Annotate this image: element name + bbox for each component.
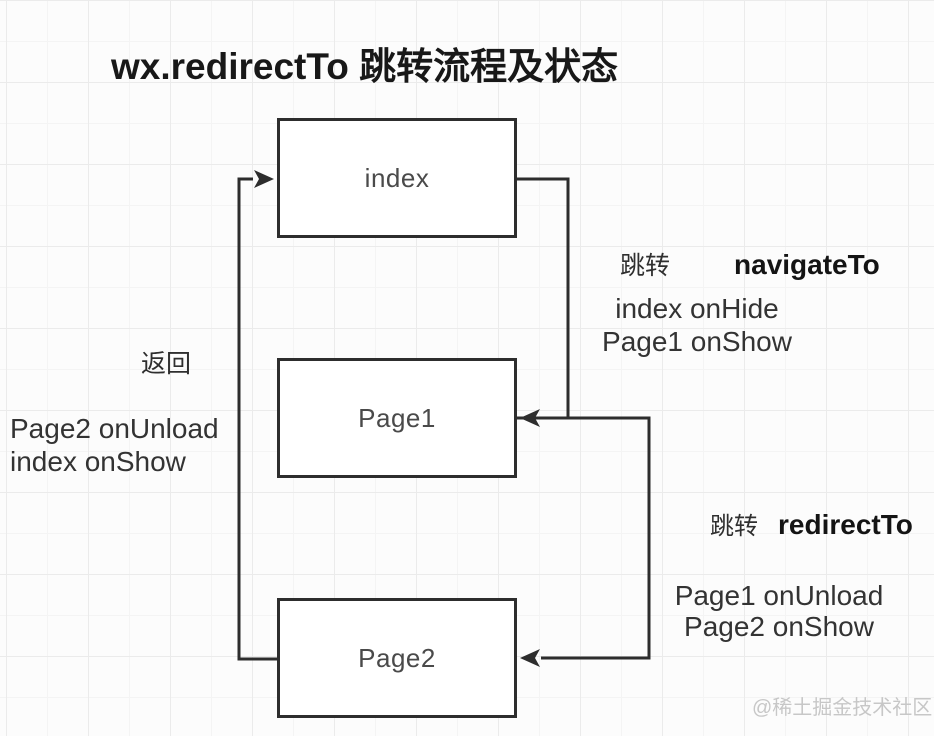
state-line: Page1 onUnload bbox=[674, 580, 884, 611]
edge-api-label: navigateTo bbox=[734, 249, 880, 280]
edge-back-path bbox=[237, 177, 278, 661]
state-line: Page2 onShow bbox=[684, 611, 874, 642]
edge-navigateto-path bbox=[517, 177, 570, 420]
edge-action-label: 跳转 bbox=[620, 252, 671, 280]
edge-label-navigateto: 跳转 navigateTo bbox=[620, 246, 880, 282]
edge-action-label: 跳转 bbox=[710, 513, 758, 540]
state-line: index onShow bbox=[10, 446, 186, 477]
node-label: Page1 bbox=[358, 402, 436, 433]
edge-action-label: 返回 bbox=[141, 350, 192, 378]
watermark: @稀土掘金技术社区 bbox=[752, 697, 933, 719]
state-line: Page2 onUnload bbox=[10, 413, 219, 444]
lifecycle-states-redirectto: Page1 onUnload Page2 onShow bbox=[664, 580, 894, 642]
edge-label-back: 返回 bbox=[141, 344, 191, 380]
node-label: index bbox=[364, 162, 430, 193]
lifecycle-states-navigateto: index onHide Page1 onShow bbox=[591, 292, 803, 358]
node-page1: Page1 bbox=[277, 358, 517, 478]
node-index: index bbox=[277, 118, 517, 238]
arrowhead-into-page1-icon bbox=[520, 409, 540, 427]
state-line: Page1 onShow bbox=[602, 326, 792, 357]
node-page2: Page2 bbox=[277, 598, 517, 718]
arrowhead-into-index-icon bbox=[254, 170, 274, 188]
edge-label-redirectto: 跳转 redirectTo bbox=[710, 506, 913, 541]
lifecycle-states-back: Page2 onUnload index onShow bbox=[10, 412, 219, 478]
edge-api-label: redirectTo bbox=[778, 509, 913, 540]
node-label: Page2 bbox=[358, 642, 436, 673]
edge-redirectto-path bbox=[516, 416, 651, 660]
state-line: index onHide bbox=[615, 293, 779, 324]
arrowhead-into-page2-icon bbox=[520, 649, 540, 667]
diagram-title: wx.redirectTo 跳转流程及状态 bbox=[111, 46, 619, 87]
